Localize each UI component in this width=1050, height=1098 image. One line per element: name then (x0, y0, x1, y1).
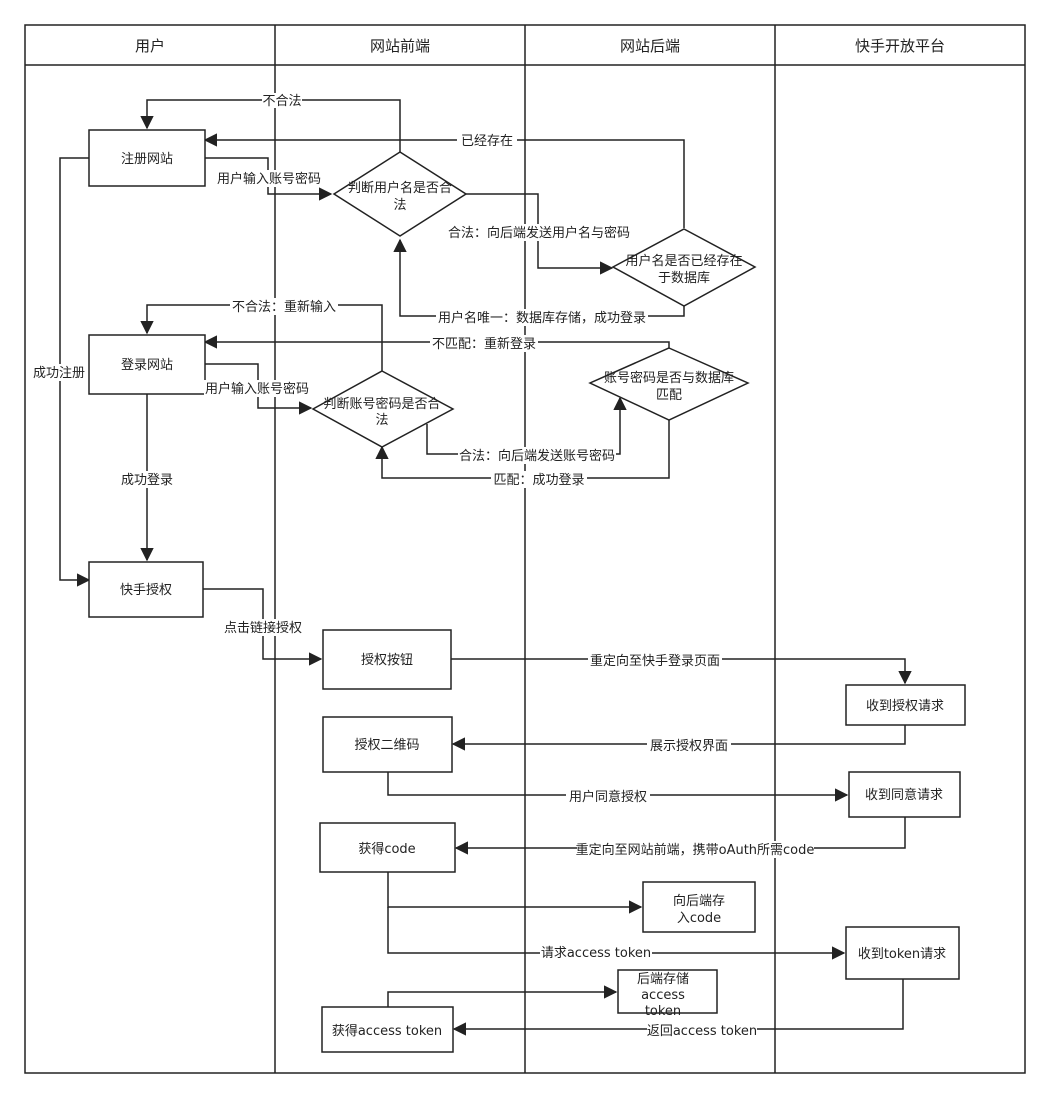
lane-headers: 用户 网站前端 网站后端 快手开放平台 (135, 37, 945, 55)
nodes (88, 129, 966, 1053)
receive-token-request-label: 收到token请求 (858, 947, 946, 962)
receive-consent-request-label: 收到同意请求 (865, 787, 943, 803)
receive-token-request-node (845, 926, 960, 980)
edge-label-user-consent: 用户同意授权 (569, 789, 647, 805)
edge-label-request-access-token: 请求access token (541, 946, 651, 961)
register-node (88, 129, 206, 187)
edge-label-redirect-kuaishou-login: 重定向至快手登录页面 (590, 653, 720, 669)
store-token-label-2: access (641, 988, 685, 1003)
edge-label-match-success-login: 匹配：成功登录 (493, 473, 584, 488)
edge-token-to-store (387, 985, 618, 1007)
account-match-label-2: 匹配 (656, 388, 682, 403)
account-match-label-1: 账号密码是否与数据库 (604, 370, 734, 386)
get-code-node (319, 822, 456, 873)
username-exists-label-1: 用户名是否已经存在 (625, 253, 742, 269)
lane-header-kuaishou: 快手开放平台 (855, 37, 945, 55)
store-token-label-3: token (645, 1004, 681, 1019)
edge-label-already-exists: 已经存在 (461, 134, 513, 149)
store-token-label-1: 后端存储 (637, 972, 689, 987)
edge-qrcode-to-consent (387, 772, 849, 802)
get-access-token-node (321, 1006, 454, 1053)
edge-label-unique-username: 用户名唯一：数据库存储，成功登录 (438, 310, 646, 326)
username-exists-node (611, 228, 757, 307)
receive-auth-request-label: 收到授权请求 (866, 698, 944, 714)
get-access-token-label: 获得access token (332, 1023, 442, 1039)
receive-auth-request-node (845, 684, 966, 726)
check-account-label-2: 法 (375, 413, 388, 428)
lane-header-frontend: 网站前端 (370, 37, 430, 55)
edge-label-mismatch-relogin: 不匹配：重新登录 (432, 336, 536, 352)
check-username-label-2: 法 (393, 198, 406, 213)
check-account-label-1: 判断账号密码是否合 (323, 396, 440, 412)
edge-label-legal-send-username: 合法：向后端发送用户名与密码 (448, 225, 630, 241)
edge-label-illegal-reenter: 不合法：重新输入 (232, 299, 336, 315)
kuaishou-auth-label: 快手授权 (120, 582, 172, 598)
login-label: 登录网站 (121, 358, 173, 373)
edge-label-show-auth-page: 展示授权界面 (650, 738, 728, 754)
edge-receive-to-qrcode (451, 725, 906, 751)
account-match-node (588, 347, 750, 421)
auth-qrcode-node (322, 716, 453, 773)
edge-code-to-token-request (387, 907, 846, 960)
edge-label-success-login: 成功登录 (121, 473, 173, 488)
auth-qrcode-label: 授权二维码 (354, 737, 419, 753)
edge-token-return (452, 979, 904, 1036)
receive-consent-request-node (848, 771, 961, 818)
get-code-label: 获得code (358, 841, 415, 857)
store-code-node (642, 881, 756, 933)
edge-label-illegal: 不合法 (262, 94, 301, 109)
check-username-label-1: 判断用户名是否合 (348, 180, 452, 196)
swimlane-frame (24, 24, 1026, 1074)
edge-label-user-enter-credentials: 用户输入账号密码 (205, 381, 309, 397)
check-username-node (332, 151, 468, 237)
auth-button-node (322, 629, 452, 690)
edge-label-backgrounds (31, 93, 814, 1039)
edge-label-return-access-token: 返回access token (647, 1024, 757, 1039)
lane-header-backend: 网站后端 (620, 37, 680, 55)
username-exists-label-2: 于数据库 (658, 270, 710, 286)
kuaishou-auth-node (88, 561, 204, 618)
node-labels: 注册网站 判断用户名是否合 法 用户名是否已经存在 于数据库 登录网站 判断账号… (120, 152, 946, 1039)
edge-label-click-auth-link: 点击链接授权 (224, 620, 302, 636)
auth-button-label: 授权按钮 (361, 652, 413, 668)
edge-check-to-match (426, 396, 627, 455)
edge-code-to-store (387, 872, 643, 914)
edge-label-redirect-with-code: 重定向至网站前端，携带oAuth所需code (576, 842, 815, 858)
login-node (88, 334, 206, 395)
store-code-label-1: 向后端存 (673, 893, 725, 909)
edge-labels: 不合法 已经存在 用户输入账号密码 合法：向后端发送用户名与密码 用户名唯一：数… (33, 94, 814, 1039)
edge-mismatch-to-login (203, 335, 670, 349)
edge-label-success-register: 成功注册 (33, 366, 85, 381)
store-token-node (617, 969, 718, 1014)
register-label: 注册网站 (121, 152, 173, 167)
check-account-node (311, 370, 455, 448)
edge-exists-to-register (203, 133, 685, 228)
lane-header-user: 用户 (135, 37, 165, 55)
store-code-label-2: 入code (677, 911, 721, 926)
edge-label-legal-send-account: 合法：向后端发送账号密码 (459, 448, 615, 464)
edge-label-user-enter-credentials: 用户输入账号密码 (217, 171, 321, 187)
